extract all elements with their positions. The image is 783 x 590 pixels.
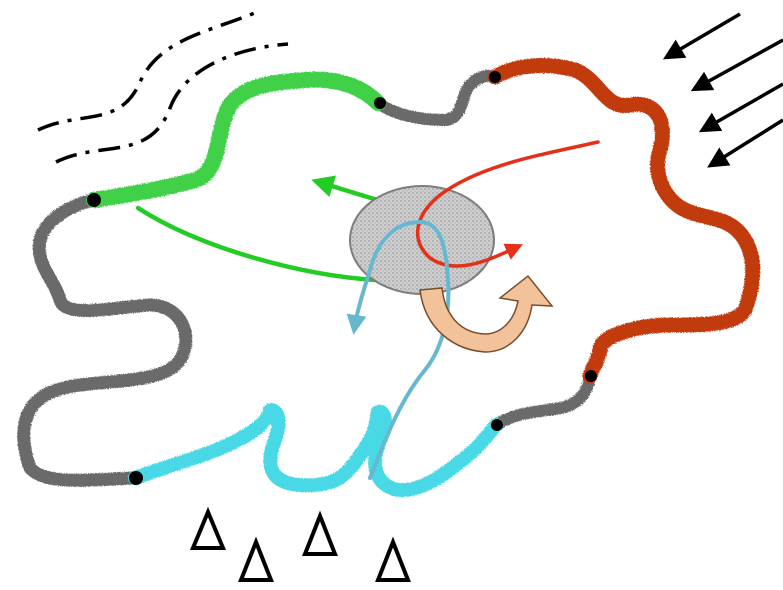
boundary-segment-green (86, 71, 386, 208)
flow-line-cyan (346, 219, 451, 480)
boundary-segment-red (487, 58, 761, 384)
boundary-segment-gray-left (17, 193, 193, 487)
triangle-marker-4 (375, 536, 411, 582)
junction-dot-bottom-right (491, 419, 503, 431)
boundary-segment-gray-top (372, 70, 501, 126)
junction-dot-bottom-left (129, 471, 143, 485)
incoming-arrow-1 (662, 12, 741, 60)
junction-dot-top-right (489, 71, 501, 83)
boundary-segment-gray-right (490, 370, 596, 431)
junction-dot-right (585, 370, 597, 382)
flow-line-red (415, 140, 600, 268)
triangle-marker-3 (302, 510, 338, 556)
u-turn-arrow-icon (419, 274, 554, 353)
junction-dot-top (374, 97, 386, 109)
triangle-marker-1 (190, 506, 226, 550)
boundary-segment-cyan (128, 403, 503, 498)
dash-dot-lines (37, 8, 289, 164)
flow-lines-front (346, 140, 600, 480)
incoming-arrow-3 (698, 82, 783, 133)
incoming-arrow-4 (707, 118, 783, 168)
junction-dots (87, 71, 597, 485)
triangle-markers (190, 506, 411, 582)
incoming-arrow-2 (690, 38, 783, 92)
dash-dot-line-lower (55, 42, 289, 164)
boundary-outline (17, 58, 761, 498)
incoming-arrows (662, 12, 783, 168)
core-ellipse (349, 185, 495, 295)
triangle-marker-2 (238, 536, 274, 582)
junction-dot-left (87, 193, 101, 207)
